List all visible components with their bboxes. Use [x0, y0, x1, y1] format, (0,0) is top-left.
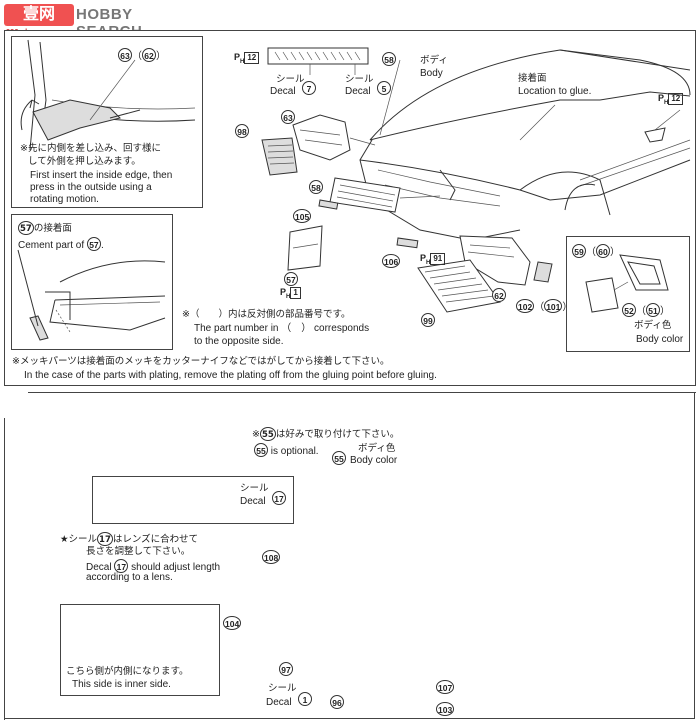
decal1-label-jp: シール: [268, 683, 297, 694]
callout-part-52-51: 52（51）: [622, 303, 670, 318]
front-grille-drawing: [318, 177, 441, 213]
spoiler-body-color-jp: ボディ色: [358, 443, 396, 454]
callout-part-99: 99: [421, 311, 435, 329]
decal-a-jp: シール: [276, 74, 305, 85]
callout-part-55: 55: [332, 449, 346, 467]
callout-part-63: 63（62）: [118, 48, 166, 63]
callout-part-98: 98: [235, 122, 249, 140]
callout-part-97: 97: [279, 660, 293, 678]
inner-side-en: This side is inner side.: [72, 679, 171, 690]
lower-light-drawing: [396, 235, 553, 313]
glue-label-en: Location to glue.: [518, 86, 592, 97]
callout-part-108: 108: [262, 548, 281, 566]
inset-top-drawing: [20, 39, 196, 151]
mirror-drawing: [585, 127, 669, 313]
callout-part-106: 106: [382, 252, 401, 270]
opposite-note-en-2: to the opposite side.: [194, 336, 284, 347]
callout-part-63-main: 63: [281, 108, 295, 126]
decal17-note-jp-2: 長さを調整して下さい。: [86, 546, 191, 557]
callout-part-107: 107: [436, 678, 455, 696]
callout-part-96: 96: [330, 693, 344, 711]
opposite-note-jp: ※（ ）内は反対側の部品番号です。: [182, 309, 351, 320]
callout-part-58-mid: 58: [309, 178, 323, 196]
inset-top-note-en-3: rotating motion.: [30, 194, 99, 205]
callout-part-62: 62: [492, 286, 506, 304]
inner-side-jp: こちら側が内側になります。: [66, 666, 189, 677]
grille-decal-drawing: [267, 47, 369, 75]
optional-note-en: 55 is optional.: [254, 443, 319, 458]
callout-part-58-top: 58: [382, 50, 396, 68]
inset-cement-title-en: Cement part of 57.: [18, 237, 104, 252]
decal-a-en: Decal: [270, 86, 296, 97]
inset-top-note-en-2: press in the outside using a: [30, 182, 152, 193]
decal1-label-en: Decal: [266, 697, 292, 708]
inset-top-note-jp-2: して外側を押し込みます。: [28, 156, 141, 167]
corner-light-drawing: [261, 114, 376, 176]
plating-note-en: In the case of the parts with plating, r…: [24, 370, 437, 381]
decal-b-en: Decal: [345, 86, 371, 97]
decal17-num: 17: [272, 489, 286, 507]
callout-part-57: 57: [284, 270, 298, 288]
glue-label-jp: 接着面: [518, 73, 547, 84]
spoiler-body-color-en: Body color: [350, 455, 398, 466]
callout-part-103: 103: [436, 700, 455, 718]
decal17-note-en-1: Decal 17 should adjust length: [86, 559, 220, 574]
inset-top-note-jp-1: ※先に内側を差し込み、回す様に: [20, 143, 161, 154]
decal17-note-en-2: according to a lens.: [86, 572, 173, 583]
decal17-box: [92, 476, 294, 524]
inset-top-note-en-1: First insert the inside edge, then: [30, 170, 173, 181]
lens-57-drawing: [287, 225, 323, 271]
inset-cement-drawing: [17, 249, 166, 341]
callout-part-59-60: 59（60）: [572, 244, 620, 259]
decal1-num: 1: [298, 690, 312, 708]
mirror-body-color-en: Body color: [636, 334, 684, 345]
decal-a-num: 7: [302, 79, 316, 97]
body-label-en: Body: [420, 68, 443, 79]
decal-b-num: 5: [377, 79, 391, 97]
mirror-body-color-jp: ボディ色: [634, 320, 672, 331]
body-label-jp: ボディ: [420, 55, 448, 66]
callout-part-102-101: 102（101）: [516, 299, 572, 314]
step11-frame-top: [28, 392, 696, 393]
decal17-label-en: Decal: [240, 496, 266, 507]
decal-b-jp: シール: [345, 74, 374, 85]
watermark-logo: 壹网: [4, 4, 74, 26]
opposite-note-en-1: The part number in （ ） corresponds: [194, 323, 370, 334]
step11-frame-left: [4, 418, 5, 720]
inner-side-box: [60, 604, 220, 696]
callout-part-104: 104: [223, 614, 242, 632]
decal17-label-jp: シール: [240, 483, 269, 494]
plating-note-jp: ※メッキパーツは接着面のメッキをカッターナイフなどではがしてから接着して下さい。: [12, 356, 390, 367]
callout-part-105: 105: [293, 207, 312, 225]
step10-inset-mirror: [566, 236, 690, 352]
